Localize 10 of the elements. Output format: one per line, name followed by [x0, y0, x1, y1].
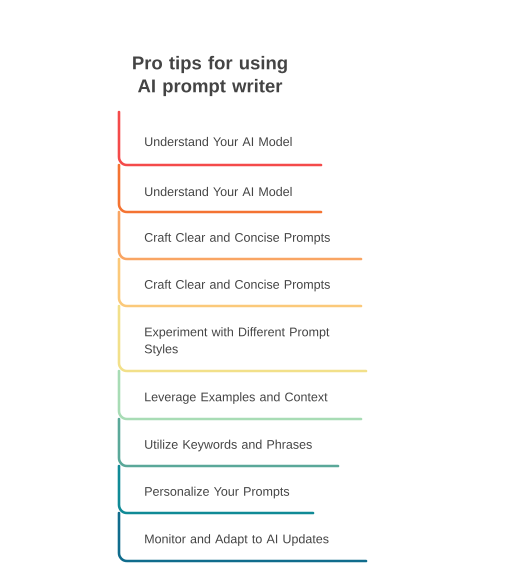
tip-item: Personalize Your Prompts: [118, 464, 314, 514]
tip-item: Monitor and Adapt to AI Updates: [118, 512, 368, 562]
tip-item: Understand Your AI Model: [118, 164, 322, 214]
tip-item: Experiment with Different Prompt Styles: [118, 304, 368, 372]
tip-item: Understand Your AI Model: [118, 110, 322, 166]
title: Pro tips for using AI prompt writer: [133, 56, 287, 96]
tip-item: Craft Clear and Concise Prompts: [118, 210, 362, 260]
tip-item: Leverage Examples and Context: [118, 370, 362, 420]
tip-item: Utilize Keywords and Phrases: [118, 418, 340, 468]
tip-item: Craft Clear and Concise Prompts: [118, 258, 362, 308]
